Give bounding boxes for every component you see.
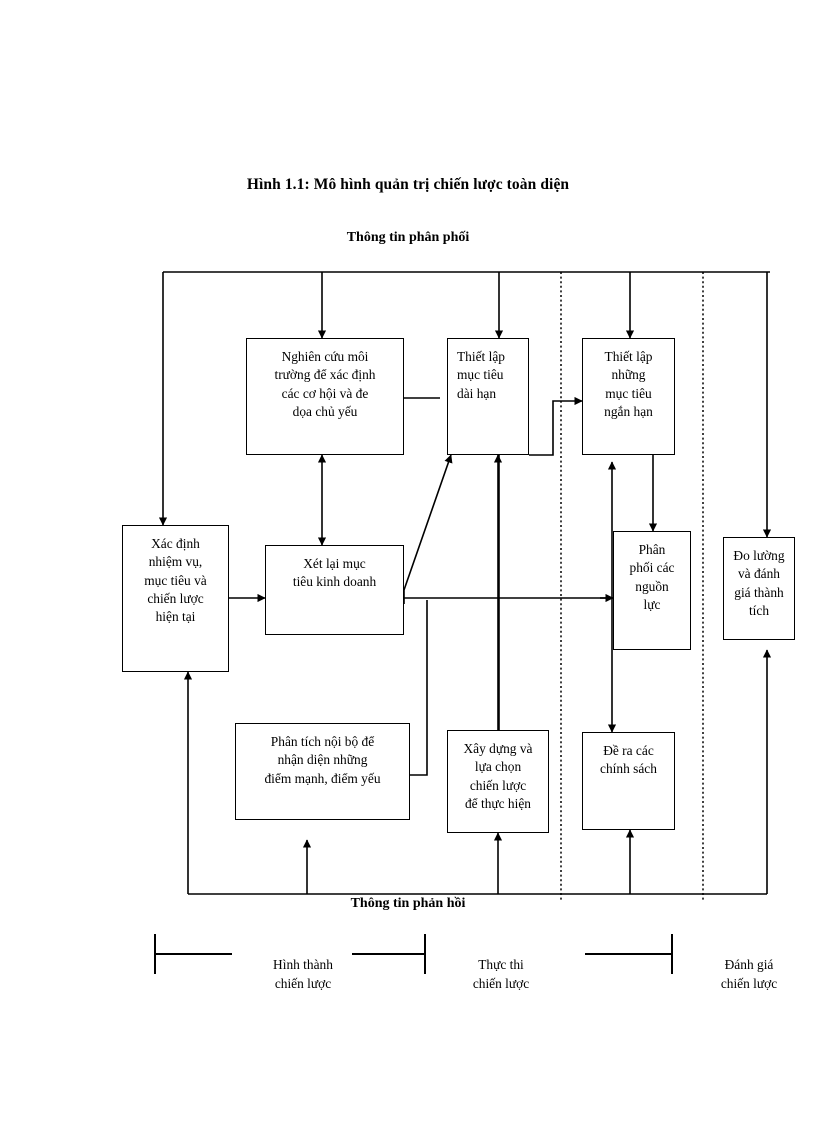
node-build-select-strategy-label: Xây dựng và lựa chọn chiến lược để thực … bbox=[463, 741, 533, 812]
node-review-business-goals-label: Xét lại mục tiêu kinh doanh bbox=[292, 556, 377, 590]
bottom-band-label: Thông tin phản hồi bbox=[350, 896, 466, 911]
arrow-review-to-long-term bbox=[403, 454, 453, 604]
legend-item-3: Đánh giá chiến lược bbox=[694, 938, 804, 993]
node-short-term-objectives-label: Thiết lập những mục tiêu ngắn hạn bbox=[604, 349, 653, 420]
node-external-research[interactable]: Nghiên cứu môi trường để xác định các cơ… bbox=[246, 338, 404, 455]
node-internal-analysis[interactable]: Phân tích nội bộ để nhận diện những điểm… bbox=[235, 723, 410, 820]
legend-item-1-label: Hình thành chiến lược bbox=[273, 957, 333, 991]
legend-item-2-label: Thực thi chiến lược bbox=[472, 957, 530, 991]
node-long-term-objectives-label: Thiết lập mục tiêu dài hạn bbox=[457, 349, 505, 401]
node-short-term-objectives[interactable]: Thiết lập những mục tiêu ngắn hạn bbox=[582, 338, 675, 455]
node-long-term-objectives[interactable]: Thiết lập mục tiêu dài hạn bbox=[447, 338, 529, 455]
page-title: Hình 1.1: Mô hình quản trị chiến lược to… bbox=[246, 176, 570, 193]
node-external-research-label: Nghiên cứu môi trường để xác định các cơ… bbox=[274, 349, 376, 420]
legend-item-2: Thực thi chiến lược bbox=[446, 938, 556, 993]
node-policies[interactable]: Đề ra các chính sách bbox=[582, 732, 675, 830]
node-build-select-strategy[interactable]: Xây dựng và lựa chọn chiến lược để thực … bbox=[447, 730, 549, 833]
top-band-label: Thông tin phân phối bbox=[346, 230, 470, 245]
node-review-business-goals[interactable]: Xét lại mục tiêu kinh doanh bbox=[265, 545, 404, 635]
arrow-longterm-to-shortterm bbox=[529, 396, 583, 456]
node-policies-label: Đề ra các chính sách bbox=[600, 743, 657, 777]
node-measure-evaluate-label: Đo lường và đánh giá thành tích bbox=[733, 548, 785, 619]
node-measure-evaluate[interactable]: Đo lường và đánh giá thành tích bbox=[723, 537, 795, 640]
node-mission[interactable]: Xác định nhiệm vụ, mục tiêu và chiến lượ… bbox=[122, 525, 229, 672]
line-internal-analysis-to-review bbox=[410, 600, 428, 776]
node-mission-label: Xác định nhiệm vụ, mục tiêu và chiến lượ… bbox=[144, 536, 207, 625]
legend-item-1: Hình thành chiến lược bbox=[248, 938, 358, 993]
node-resource-allocation[interactable]: Phân phối các nguồn lực bbox=[613, 531, 691, 650]
node-internal-analysis-label: Phân tích nội bộ để nhận diện những điểm… bbox=[264, 734, 381, 786]
legend-rules bbox=[154, 934, 673, 974]
node-resource-allocation-label: Phân phối các nguồn lực bbox=[629, 542, 675, 613]
legend-item-3-label: Đánh giá chiến lược bbox=[720, 957, 778, 991]
